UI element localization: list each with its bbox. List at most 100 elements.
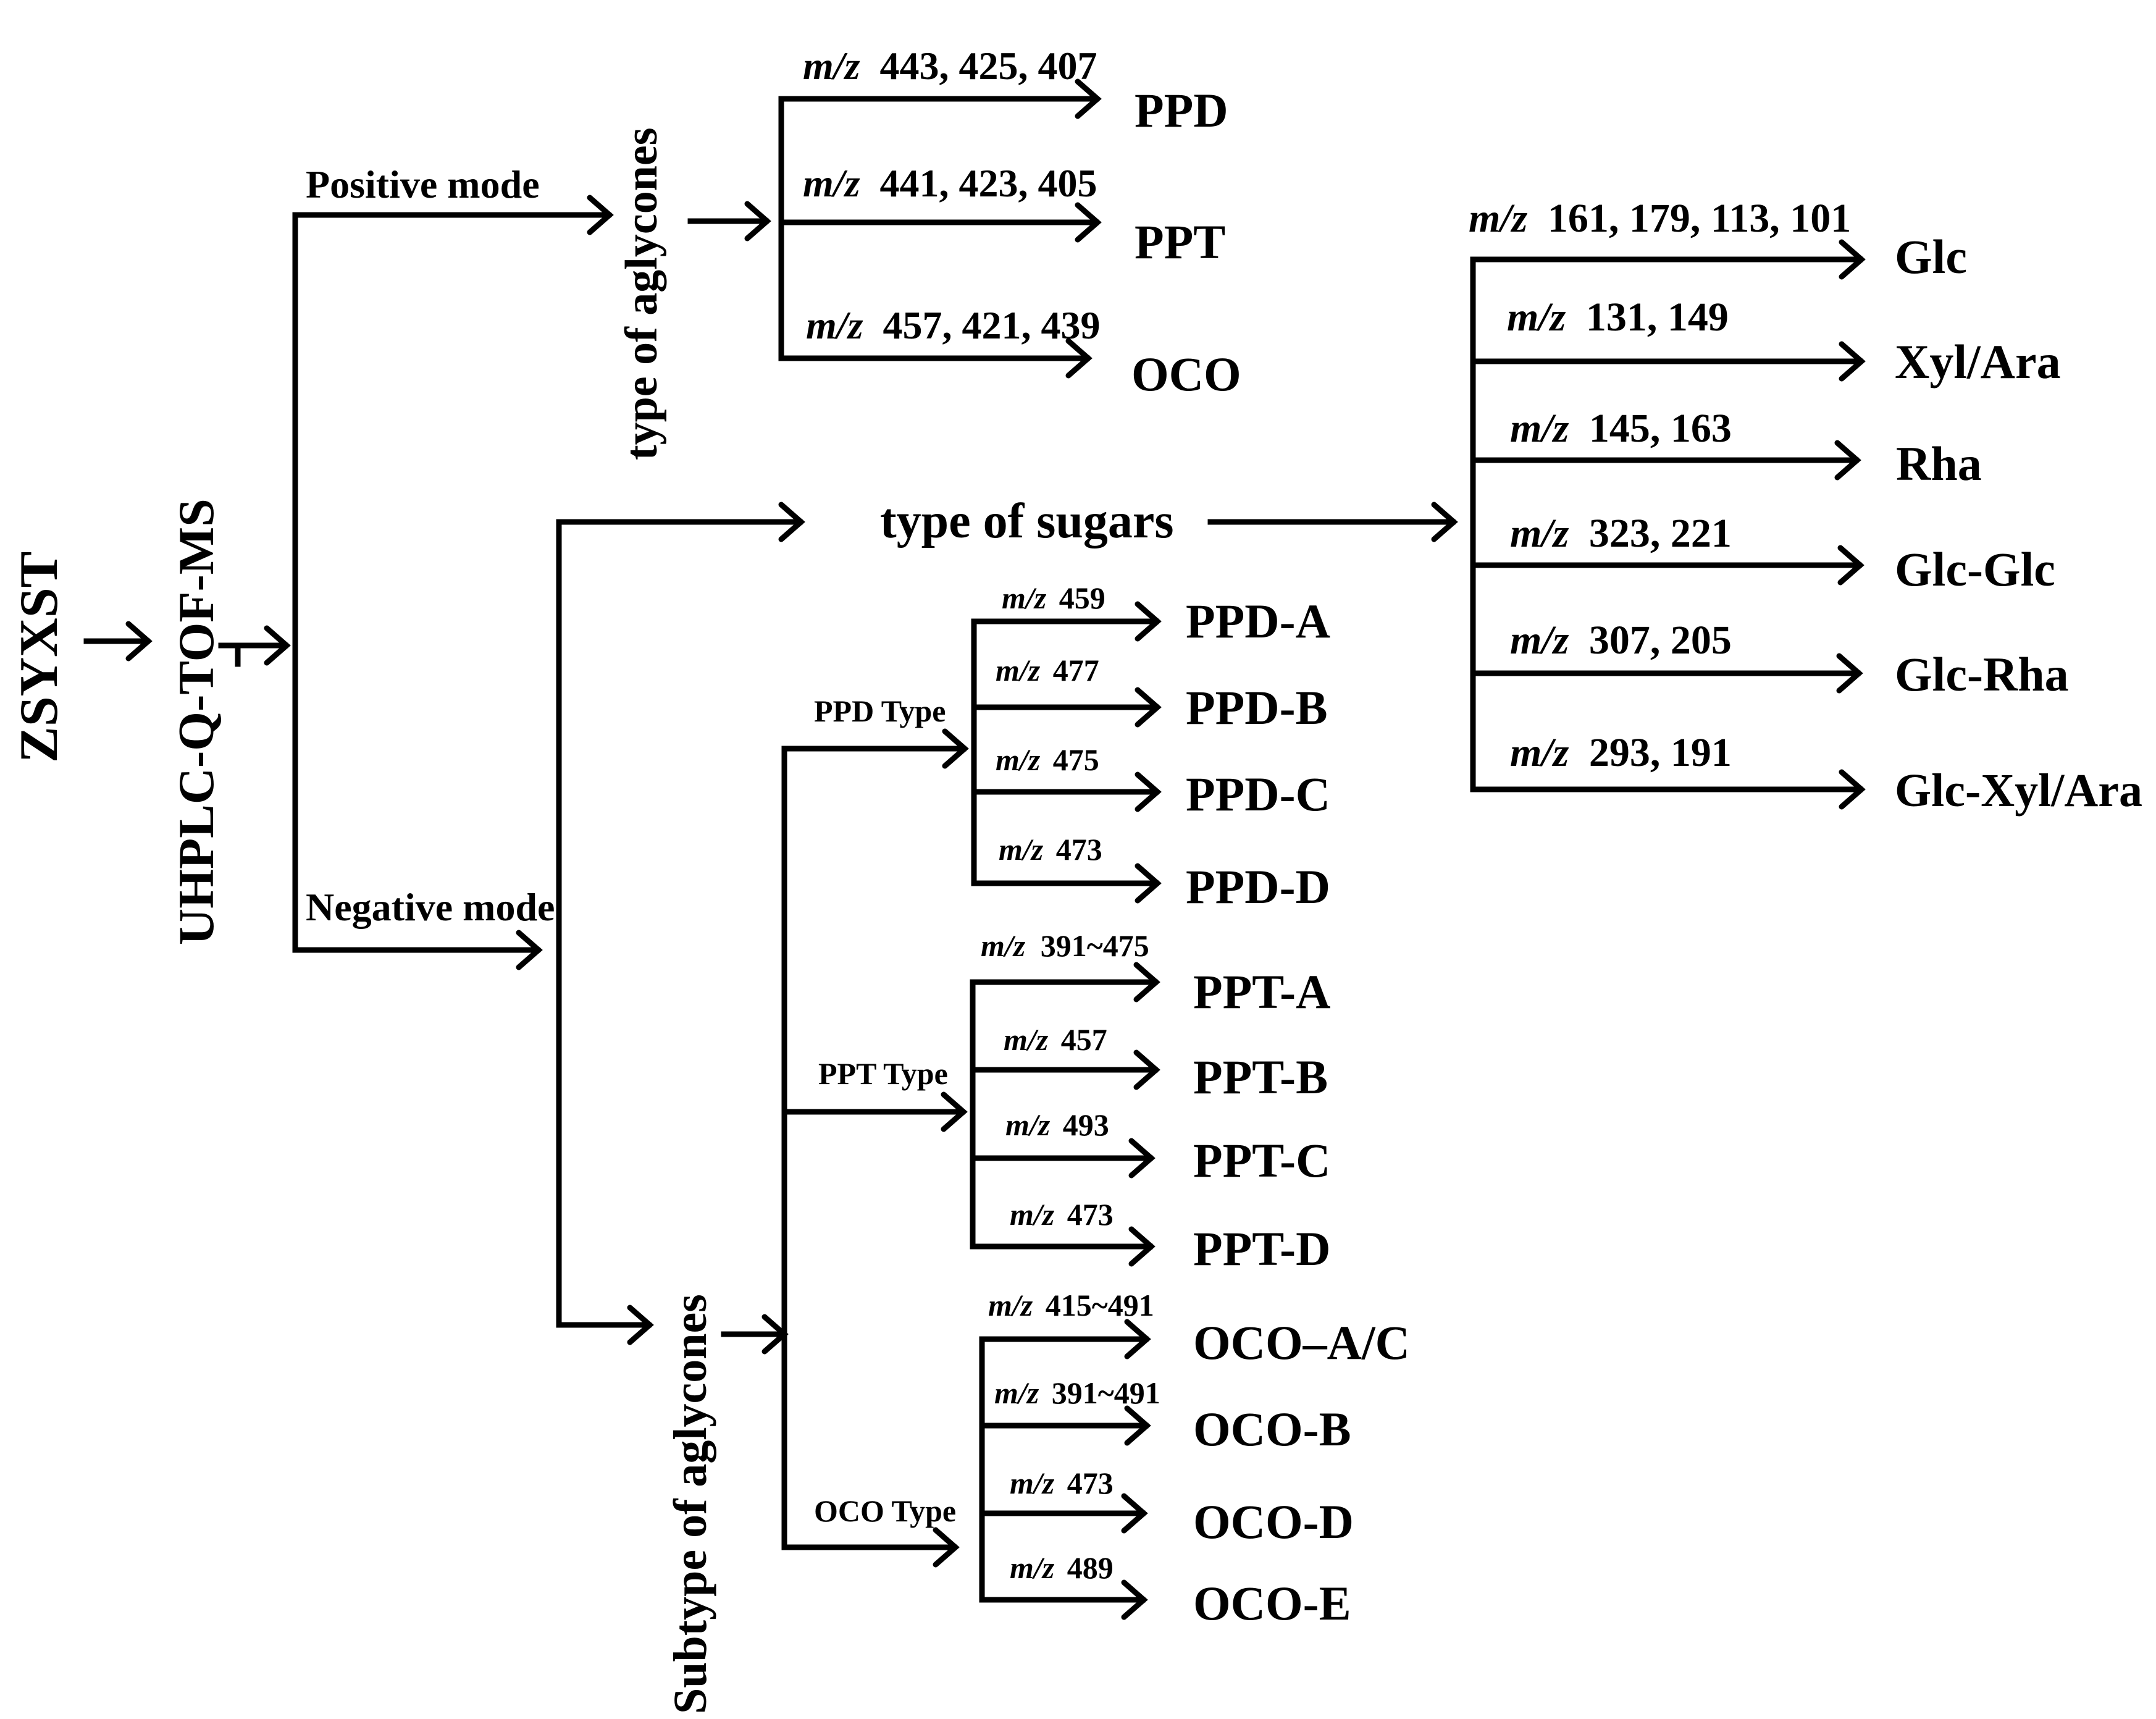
subtype-branch: m/z 459 PPD-A [971, 581, 1330, 648]
sugar-type-label: Glc-Xyl/Ara [1895, 765, 2142, 817]
sugar-mz-label: m/z 131, 149 [1507, 295, 1729, 340]
sugar-branch-arrowhead [1836, 653, 1863, 694]
aglycone-mz-label: m/z 441, 423, 405 [803, 161, 1097, 205]
mz-prefix: m/z [803, 44, 860, 88]
subtype-mz-label: m/z 493 [1005, 1107, 1109, 1142]
subtype-mz-label: m/z 473 [1010, 1466, 1114, 1500]
aglycone-type-label: PPT [1135, 215, 1225, 269]
subtype-label: PPT-A [1193, 965, 1330, 1019]
subtype-label: PPD-B [1186, 681, 1328, 734]
subtype-branch-arrowhead [1135, 601, 1162, 642]
subtype-mz-label: m/z 459 [1002, 581, 1105, 615]
aglycone-mz-label: m/z 443, 425, 407 [803, 44, 1097, 88]
aglycone-branch: m/z 443, 425, 407 PPD [778, 44, 1228, 137]
aglycones-entry-arrowhead [744, 201, 771, 242]
sugar-mz-values: 323, 221 [1589, 511, 1732, 556]
aglycone-mz-values: 441, 423, 405 [879, 161, 1097, 205]
sugar-branch-arrowhead [1839, 769, 1866, 810]
subtype-mz-label: m/z 391~491 [994, 1376, 1160, 1410]
mz-prefix: m/z [1004, 1022, 1049, 1057]
ppd-type-label: PPD Type [814, 694, 946, 728]
subtype-of-aglycones-label: Subtype of aglycones [665, 1294, 716, 1714]
subtype-label: PPT-D [1193, 1222, 1330, 1276]
subtype-branch: m/z 473 PPT-D [970, 1197, 1330, 1276]
sugar-mz-values: 145, 163 [1589, 406, 1732, 451]
subtype-label: PPD-C [1186, 767, 1330, 821]
subtype-branch-arrowhead [1128, 1226, 1156, 1267]
sugar-branch-arrowhead [1839, 239, 1866, 280]
subtype-mz-values: 391~491 [1052, 1376, 1160, 1410]
positive-mode-label: Positive mode [306, 162, 540, 206]
subtype-label: PPT-C [1193, 1133, 1330, 1187]
mz-prefix: m/z [1010, 1550, 1055, 1585]
sugar-branch-arrowhead [1837, 545, 1864, 586]
subtype-branch-arrowhead [1121, 1493, 1148, 1534]
sugar-branch: m/z 323, 221 Glc-Glc [1470, 511, 2055, 596]
subtype-label: OCO-D [1193, 1495, 1354, 1549]
subtype-branch-arrowhead [1121, 1579, 1148, 1620]
subtype-mz-label: m/z 473 [1010, 1197, 1114, 1232]
instrument-label: UHPLC-Q-TOF-MS [168, 498, 224, 945]
subtype-mz-label: m/z 477 [996, 653, 1099, 687]
sugars-entry-arrowhead [1431, 502, 1458, 542]
sugar-mz-label: m/z 293, 191 [1510, 730, 1732, 775]
sugar-mz-values: 131, 149 [1586, 295, 1729, 340]
subtype-branch: m/z 415~491 OCO–A/C [979, 1288, 1410, 1369]
ppt-type-label: PPT Type [818, 1056, 948, 1091]
subtype-mz-label: m/z 457 [1004, 1022, 1107, 1057]
subtype-branch: m/z 477 PPD-B [971, 653, 1328, 734]
sugar-mz-label: m/z 307, 205 [1510, 618, 1732, 663]
subtype-branch: m/z 475 PPD-C [971, 742, 1330, 821]
sugar-type-label: Rha [1896, 437, 1982, 490]
mz-prefix: m/z [1010, 1197, 1055, 1232]
subtype-mz-values: 459 [1059, 581, 1105, 615]
mz-prefix: m/z [1510, 730, 1569, 775]
subtype-mz-values: 473 [1056, 832, 1102, 867]
sugar-branch-arrowhead [1834, 440, 1861, 481]
subtype-branch-arrowhead [1135, 687, 1162, 728]
mz-prefix: m/z [1510, 618, 1569, 663]
subtype-branch-arrowhead [627, 1305, 654, 1345]
subtype-mz-label: m/z 415~491 [988, 1288, 1154, 1322]
aglycone-branch: m/z 457, 421, 439 OCO [778, 303, 1241, 401]
subtype-branch-arrowhead [1124, 1405, 1151, 1446]
subtype-mz-label: m/z 391~475 [981, 928, 1149, 963]
mz-prefix: m/z [981, 928, 1026, 963]
subtype-branch: m/z 473 OCO-D [979, 1466, 1354, 1549]
ppt-type-arrowhead [941, 1091, 968, 1132]
subtype-branch: m/z 391~475 PPT-A [970, 928, 1330, 1019]
sugar-type-label: Glc-Glc [1895, 542, 2055, 596]
aglycone-mz-values: 457, 421, 439 [883, 303, 1100, 347]
subtype-mz-label: m/z 473 [999, 832, 1102, 867]
negative-mode-label: Negative mode [306, 885, 555, 929]
sugar-mz-label: m/z 161, 179, 113, 101 [1469, 196, 1851, 241]
aglycone-branch-arrowhead [1075, 78, 1102, 119]
sample-arrowhead [125, 621, 153, 662]
subtype-mz-values: 477 [1053, 653, 1099, 687]
sugar-mz-label: m/z 145, 163 [1510, 406, 1732, 451]
sugars-branch-arrowhead [778, 502, 805, 542]
subtype-mz-values: 489 [1067, 1550, 1114, 1585]
ppd-type-arrowhead [942, 728, 969, 769]
subtype-mz-values: 415~491 [1046, 1288, 1154, 1322]
subtype-mz-values: 473 [1067, 1197, 1114, 1232]
sugar-mz-label: m/z 323, 221 [1510, 511, 1732, 556]
mz-prefix: m/z [1469, 196, 1528, 241]
subtype-branch-arrowhead [1135, 771, 1162, 812]
sugar-branch: m/z 131, 149 Xyl/Ara [1470, 295, 2061, 389]
mz-prefix: m/z [1510, 511, 1569, 556]
type-of-aglycones-label: type of aglycones [616, 128, 667, 461]
subtype-branch-arrowhead [1128, 1138, 1156, 1179]
subtype-mz-label: m/z 489 [1010, 1550, 1114, 1585]
aglycone-branch-arrowhead [1065, 338, 1093, 379]
subtype-mz-values: 493 [1063, 1107, 1109, 1142]
aglycone-type-label: OCO [1131, 347, 1241, 401]
positive-mode-arrowhead [587, 195, 614, 235]
aglycone-branch: m/z 441, 423, 405 PPT [778, 161, 1225, 269]
mz-prefix: m/z [1002, 581, 1047, 615]
subtype-label: OCO-B [1193, 1402, 1351, 1456]
aglycone-mz-label: m/z 457, 421, 439 [806, 303, 1100, 347]
subtype-label: PPD-D [1186, 860, 1330, 914]
subtype-branch-arrowhead [1133, 962, 1160, 1002]
